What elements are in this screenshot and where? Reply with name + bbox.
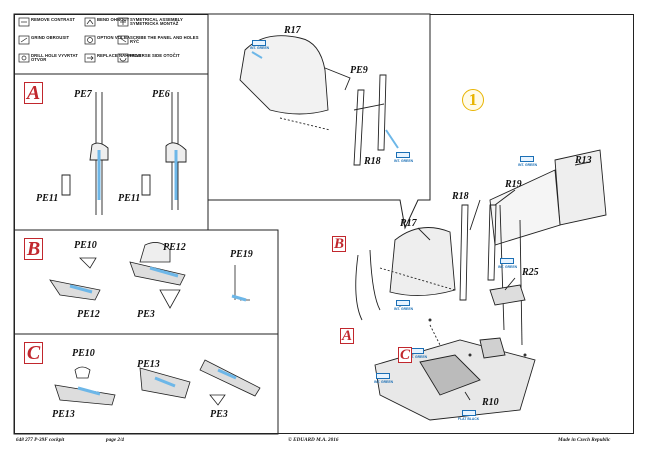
legend-label: OPTION VOLBA (97, 35, 131, 40)
step-number: 1 (462, 89, 484, 111)
legend-label: REVERSE SIDE OTOČIT (130, 53, 180, 58)
paint-label: INT. GREEN (394, 307, 414, 311)
part-label: R25 (522, 267, 539, 278)
part-label: R17 (400, 218, 417, 229)
legend-label: REMOVE CONTRAST (31, 17, 76, 22)
legend-label: REPLACE NAHRADIT (97, 53, 142, 58)
part-label: PE3 (137, 309, 155, 320)
part-label: PE10 (74, 240, 97, 251)
part-label: R17 (284, 25, 301, 36)
footer-product: 648 277 P-39F cockpit (16, 437, 65, 443)
paint-label: INT. GREEN (394, 159, 414, 163)
part-label: PE10 (72, 348, 95, 359)
paint-label: FLAT BLACK (458, 417, 480, 421)
part-label: R18 (452, 191, 469, 202)
paint-swatch (396, 152, 410, 158)
part-label: PE7 (74, 89, 92, 100)
paint-label: INT. GREEN (408, 355, 428, 359)
footer-copyright: © EDUARD M.A. 2016 (288, 437, 339, 443)
paint-swatch (252, 40, 266, 46)
part-label: PE9 (350, 65, 368, 76)
paint-label: INT. GREEN (518, 163, 538, 167)
paint-swatch (500, 258, 514, 264)
part-label: R18 (364, 156, 381, 167)
part-label: R13 (575, 155, 592, 166)
paint-swatch (520, 156, 534, 162)
paint-label: INT. GREEN (498, 265, 518, 269)
paint-swatch (376, 373, 390, 379)
part-label: PE3 (210, 409, 228, 420)
part-label: PE12 (163, 242, 186, 253)
section-letter-c: C (24, 342, 43, 364)
callout-letter-c: C (398, 347, 412, 363)
paint-swatch (396, 300, 410, 306)
legend-label: GRIND OBROUSIT (31, 35, 70, 40)
footer-origin: Made in Czech Republic (558, 437, 611, 443)
part-label: PE11 (36, 193, 59, 204)
part-label: PE19 (230, 249, 253, 260)
part-label: PE12 (77, 309, 100, 320)
legend-label: DRILL HOLE VYVRTAT OTVOR (31, 53, 78, 63)
part-label: PE6 (152, 89, 170, 100)
legend-label: SCRIBE THE PANEL AND HOLES RÝČ (130, 35, 199, 45)
section-letter-a: A (24, 82, 43, 104)
section-letter-b: B (24, 238, 43, 260)
legend-label: SYMETRICAL ASSEMBLY SYMETRICKÁ MONTÁŽ (130, 17, 183, 27)
paint-swatch (410, 348, 424, 354)
part-label: PE13 (52, 409, 75, 420)
part-label: PE11 (118, 193, 141, 204)
callout-letter-b: B (332, 236, 346, 252)
part-label: R10 (482, 397, 499, 408)
legend-label: BEND OHNOUT (97, 17, 130, 22)
callout-letter-a: A (340, 328, 354, 344)
paint-label: INT. GREEN (250, 46, 270, 50)
footer-page: page 2/4 (106, 437, 125, 443)
part-label: R19 (505, 179, 522, 190)
paint-label: INT. GREEN (374, 380, 394, 384)
part-label: PE13 (137, 359, 160, 370)
paint-swatch (462, 410, 476, 416)
